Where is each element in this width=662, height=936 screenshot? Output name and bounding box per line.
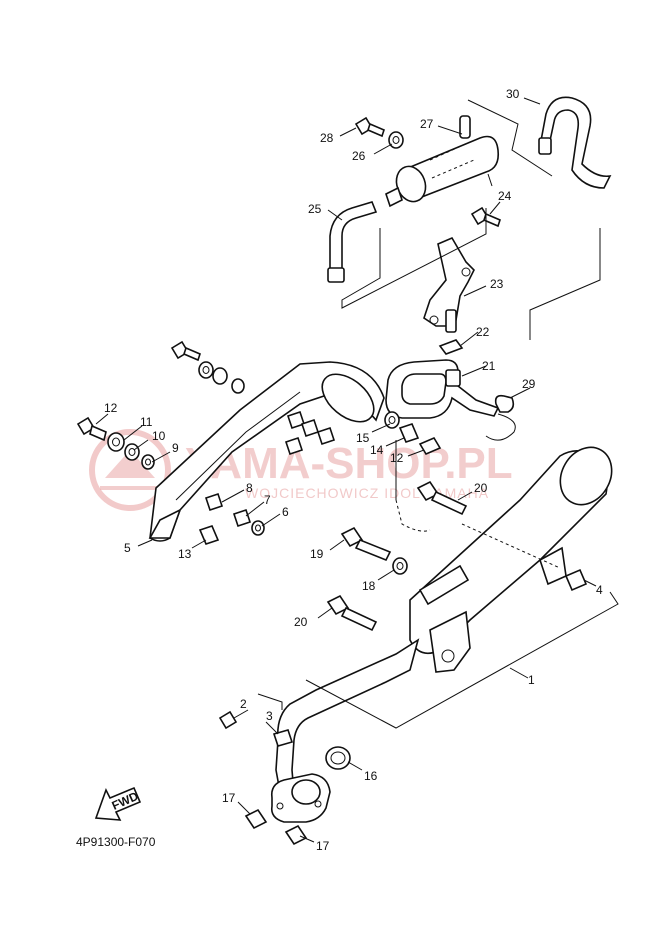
leader-line xyxy=(487,173,493,187)
callout-27: 27 xyxy=(420,117,434,131)
callout-1: 1 xyxy=(528,673,535,687)
watermark-tagline: WOJCIECHOWICZ IDOL YAMAHA xyxy=(245,485,489,501)
part-grommet-guard-top[interactable] xyxy=(212,367,245,394)
part-5-muffler-guard[interactable] xyxy=(148,361,385,542)
part-4-grommet[interactable] xyxy=(564,568,588,592)
callout-20-lower: 20 xyxy=(294,615,308,629)
dashed-hose-line xyxy=(395,499,431,532)
part-13-grommet[interactable] xyxy=(198,525,220,545)
callout-17-left: 17 xyxy=(222,791,236,805)
part-29-clip[interactable] xyxy=(494,394,515,413)
callout-5: 5 xyxy=(124,541,131,555)
callout-26: 26 xyxy=(352,149,366,163)
callout-20-upper: 20 xyxy=(474,481,488,495)
fwd-arrow-icon: FWD xyxy=(94,786,142,821)
part-6-collar[interactable] xyxy=(251,520,265,536)
part-2-bolt[interactable] xyxy=(218,710,238,730)
callout-30: 30 xyxy=(506,87,520,101)
part-30-hose[interactable] xyxy=(538,96,612,189)
callout-17-right: 17 xyxy=(316,839,330,853)
part-1-muffler[interactable] xyxy=(270,438,622,823)
part-20-bolt-upper[interactable] xyxy=(416,480,468,516)
bracket-line-2 xyxy=(257,693,283,710)
callout-14: 14 xyxy=(370,443,384,457)
part-9-collar[interactable] xyxy=(141,454,155,470)
diagram-code: 4P91300-F070 xyxy=(76,835,156,849)
part-28-bolt[interactable] xyxy=(354,116,385,138)
callout-3: 3 xyxy=(266,709,273,723)
part-bolt-guard-top[interactable] xyxy=(170,340,201,362)
callout-6: 6 xyxy=(282,505,289,519)
callout-21: 21 xyxy=(482,359,496,373)
bracket-line-top xyxy=(467,99,553,177)
part-19-bolt[interactable] xyxy=(340,526,392,562)
watermark-logo-icon xyxy=(89,429,171,511)
callout-18: 18 xyxy=(362,579,376,593)
part-18-washer[interactable] xyxy=(392,557,408,575)
fwd-label: FWD xyxy=(110,789,141,813)
part-27-canister[interactable] xyxy=(385,115,500,208)
part-17-nut-right[interactable] xyxy=(284,824,308,846)
part-12-bolt-left[interactable] xyxy=(76,416,107,442)
part-20-bolt-lower[interactable] xyxy=(326,594,378,632)
part-11-washer[interactable] xyxy=(107,432,125,452)
part-12-bolt-right[interactable] xyxy=(418,436,442,456)
part-10-collar[interactable] xyxy=(124,443,140,461)
callout-28: 28 xyxy=(320,131,334,145)
callout-22: 22 xyxy=(476,325,490,339)
callout-4: 4 xyxy=(596,583,603,597)
callout-13: 13 xyxy=(178,547,192,561)
part-washer-guard-top[interactable] xyxy=(198,361,214,379)
part-24-bolt[interactable] xyxy=(470,206,501,228)
leader-lines xyxy=(95,97,597,843)
part-16-gasket[interactable] xyxy=(325,746,351,770)
part-8-grommet[interactable] xyxy=(204,492,224,512)
bracket-line-1 xyxy=(305,591,619,729)
part-21-hose[interactable] xyxy=(385,359,500,419)
part-17-nut-left[interactable] xyxy=(244,808,268,830)
callout-16: 16 xyxy=(364,769,378,783)
part-grommet-middle[interactable] xyxy=(284,410,336,456)
callout-10: 10 xyxy=(152,429,166,443)
part-26-collar[interactable] xyxy=(388,131,404,149)
part-25-hose[interactable] xyxy=(327,201,378,283)
bracket-line-right xyxy=(529,228,601,340)
part-7-grommet[interactable] xyxy=(232,508,252,528)
callout-25: 25 xyxy=(308,202,322,216)
callout-12-left: 12 xyxy=(104,401,118,415)
hose-line xyxy=(485,413,516,441)
callout-11: 11 xyxy=(140,415,153,429)
part-15-washer[interactable] xyxy=(384,411,400,429)
callout-12-right: 12 xyxy=(390,451,404,465)
part-14-grommet[interactable] xyxy=(398,423,420,443)
bracket-line-mid xyxy=(341,208,487,309)
callout-15: 15 xyxy=(356,431,370,445)
callout-2: 2 xyxy=(240,697,247,711)
callout-8: 8 xyxy=(246,481,253,495)
callout-numbers: 1 2 3 4 5 6 7 8 9 10 11 12 12 13 14 15 1… xyxy=(104,87,603,853)
callout-23: 23 xyxy=(490,277,504,291)
callout-29: 29 xyxy=(522,377,536,391)
callout-24: 24 xyxy=(498,189,512,203)
part-3-collar[interactable] xyxy=(272,729,294,747)
callout-19: 19 xyxy=(310,547,324,561)
part-22-clamp[interactable] xyxy=(438,339,464,355)
callout-9: 9 xyxy=(172,441,179,455)
part-23-bracket[interactable] xyxy=(423,236,475,333)
callout-7: 7 xyxy=(264,493,271,507)
